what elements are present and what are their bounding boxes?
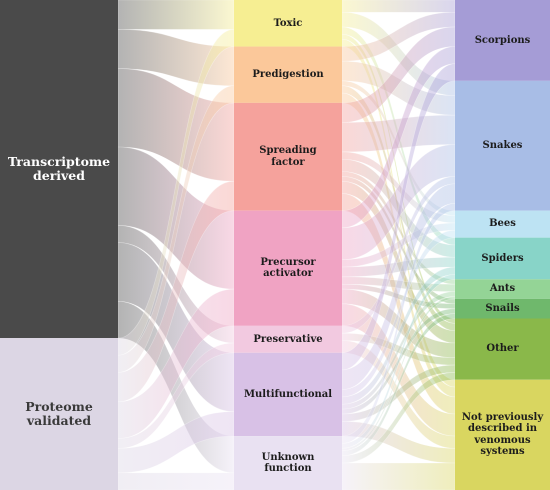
right-label-scorpions: Scorpions: [474, 34, 531, 46]
right-node-scorpions: [455, 0, 550, 81]
middle-node-spreading: [234, 102, 342, 211]
middle-node-predigestion: [234, 46, 342, 103]
right-label-ants: Ants: [489, 283, 516, 295]
middle-node-multifunctional: [234, 352, 342, 437]
middle-node-preservative: [234, 325, 342, 353]
right-label-bees: Bees: [489, 218, 516, 230]
middle-node-unknown: [234, 436, 342, 490]
right-node-snakes: [455, 80, 550, 211]
middle-node-toxic: [234, 0, 342, 47]
flow-unknown-to-novel: [341, 462, 456, 490]
left-label-proteome: Proteome validated: [25, 398, 93, 429]
mid-label-unknown: Unknown function: [261, 451, 315, 475]
middle-node-precursor: [234, 210, 342, 326]
left-node-proteome: [0, 338, 118, 490]
flow-transcriptome-to-toxic: [117, 0, 235, 30]
mid-label-multifunctional: Multifunctional: [243, 388, 333, 400]
mid-label-toxic: Toxic: [273, 17, 303, 29]
right-node-novel: [455, 379, 550, 490]
right-node-bees: [455, 210, 550, 238]
right-label-spiders: Spiders: [481, 252, 524, 264]
flow-proteome-to-unknown: [117, 472, 235, 490]
left-label-transcriptome: Transcriptome derived: [7, 153, 111, 184]
right-node-ants: [455, 279, 550, 299]
flow-toxic-to-scorpions: [341, 0, 456, 13]
right-node-other: [455, 318, 550, 380]
right-node-spiders: [455, 237, 550, 280]
right-label-snails: Snails: [485, 302, 520, 314]
right-label-novel: Not previously described in venomous sys…: [461, 411, 544, 458]
right-label-other: Other: [486, 343, 519, 355]
mid-label-spreading: Spreading factor: [259, 145, 317, 168]
mid-label-precursor: Precursor activator: [260, 256, 316, 280]
left-node-transcriptome: [0, 0, 118, 339]
mid-label-predigestion: Predigestion: [252, 68, 324, 80]
right-label-snakes: Snakes: [482, 140, 523, 152]
right-node-snails: [455, 298, 550, 319]
mid-label-preservative: Preservative: [253, 333, 323, 345]
